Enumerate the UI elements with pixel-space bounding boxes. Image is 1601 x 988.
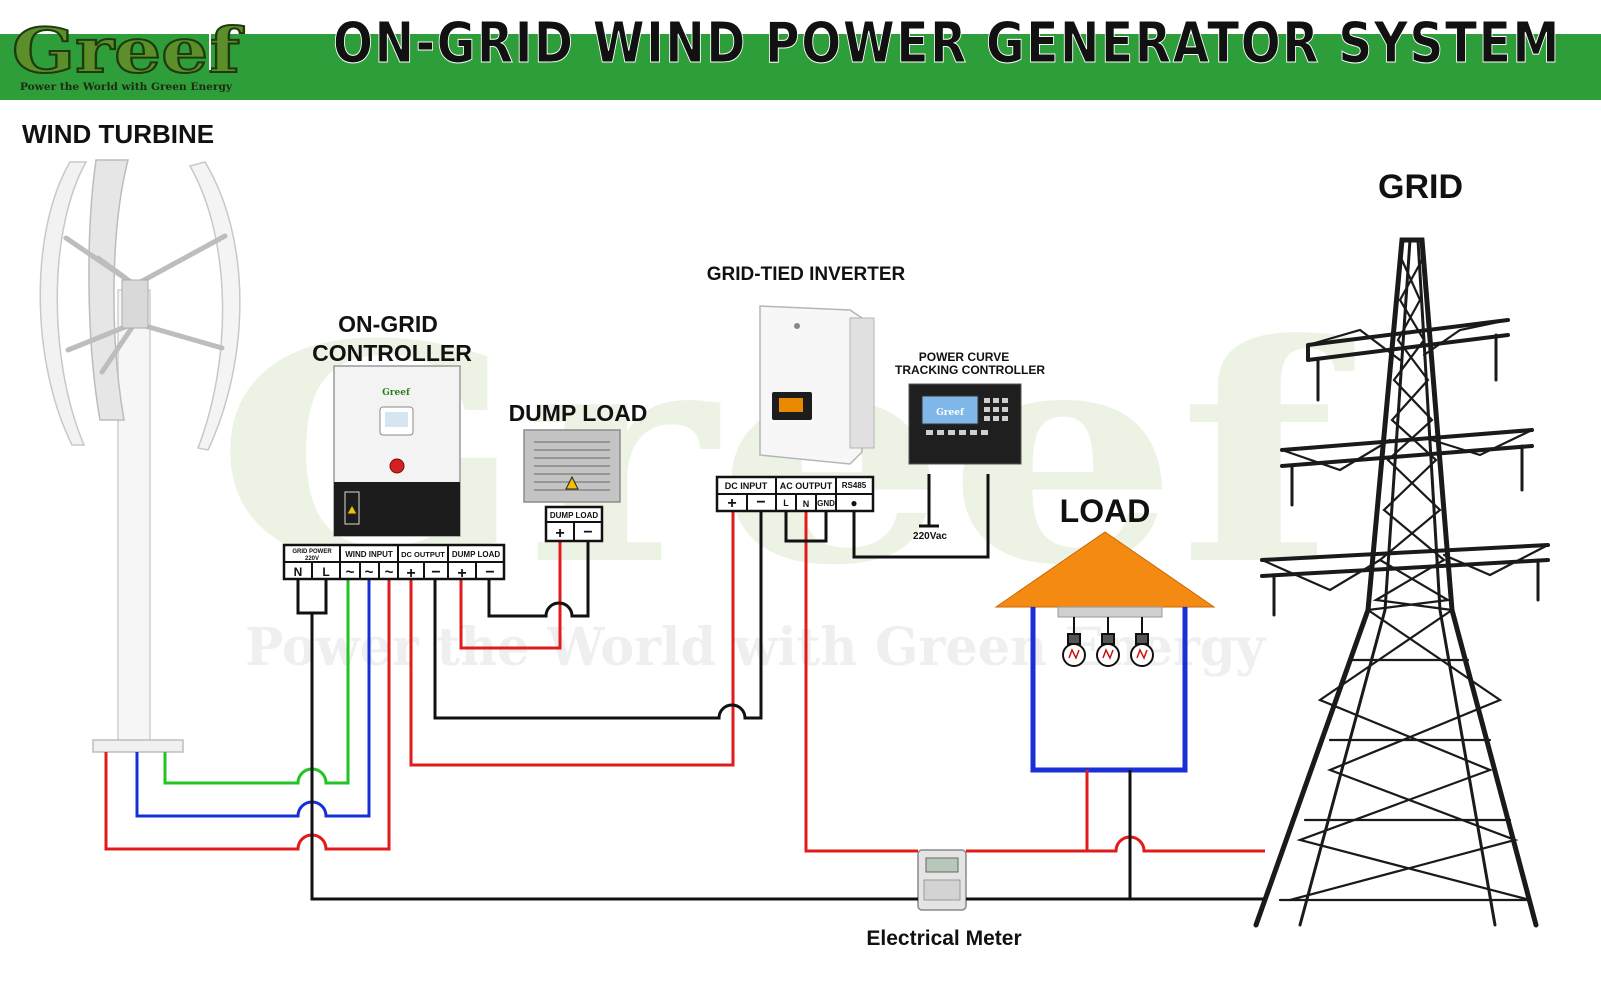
dump-load-device	[523, 429, 621, 503]
header-band	[0, 34, 1601, 100]
inverter-ac-output-label: AC OUTPUT	[780, 481, 833, 491]
terminal-group-dc-output: DC OUTPUT	[401, 550, 445, 559]
dump-load-terminal-block: DUMP LOAD + −	[544, 505, 604, 543]
wind-turbine-label: WIND TURBINE	[22, 119, 214, 149]
dump-terminal-minus: −	[583, 524, 592, 541]
electrical-meter-label: Electrical Meter	[866, 927, 1021, 950]
load-house	[994, 531, 1216, 773]
inverter-rs485-label: RS485	[842, 481, 867, 490]
dump-load-warning-icon	[565, 475, 579, 490]
wind-turbine	[39, 159, 241, 753]
power-curve-tracking-controller: Greef	[908, 383, 1022, 465]
header: ON-GRID WIND POWER GENERATOR SYSTEM	[0, 0, 1601, 100]
vac-label: 220Vac	[913, 531, 947, 542]
terminal-ac-1: ~	[346, 564, 355, 581]
terminal-group-grid-power: GRID POWER	[292, 549, 332, 555]
terminal-group-grid-power-voltage: 220V	[305, 556, 319, 562]
inverter-ac-gnd: GND	[817, 499, 835, 508]
logo-text: Greef	[12, 14, 244, 87]
terminal-group-wind-input: WIND INPUT	[345, 550, 393, 559]
pctc-label-line2: TRACKING CONTROLLER	[895, 363, 1045, 377]
terminal-ac-3: ~	[385, 564, 394, 581]
terminal-n: N	[294, 565, 303, 579]
dump-terminal-title: DUMP LOAD	[550, 511, 599, 520]
controller-brand: Greef	[382, 388, 411, 398]
inverter-ac-l: L	[783, 498, 789, 508]
brand-logo: Greef Power the World with Green Energy	[11, 3, 245, 93]
grid-label: GRID	[1378, 168, 1463, 206]
inverter-dc-minus: −	[756, 494, 765, 511]
light-bulb-icon	[1130, 617, 1154, 667]
load-label: LOAD	[1060, 493, 1151, 529]
light-bulb-icon	[1096, 617, 1120, 667]
controller-button-icon	[389, 458, 405, 474]
inverter-terminal-block: DC INPUT AC OUTPUT RS485 + − L N GND ●	[715, 475, 875, 513]
controller-label-line2: CONTROLLER	[312, 340, 472, 366]
inverter-dc-plus: +	[727, 495, 736, 512]
inverter-ac-n: N	[803, 499, 810, 509]
dump-load-label: DUMP LOAD	[509, 400, 648, 426]
grid-tied-inverter	[759, 305, 875, 465]
light-bulb-icon	[1062, 617, 1086, 667]
terminal-l: L	[322, 565, 329, 579]
controller-label-line1: ON-GRID	[338, 311, 438, 337]
terminal-dc-plus: +	[406, 565, 415, 582]
load-frame	[1030, 607, 1188, 773]
terminal-dc-minus: −	[431, 564, 440, 581]
controller-terminal-block: GRID POWER 220V WIND INPUT DC OUTPUT DUM…	[282, 543, 506, 582]
turbine-base	[92, 739, 184, 753]
watermark-slogan: Power the World with Green Energy	[245, 617, 1267, 678]
terminal-dump-minus: −	[485, 564, 494, 581]
terminal-group-dump-load: DUMP LOAD	[452, 550, 501, 559]
logo-turbine-icon	[195, 3, 227, 70]
dump-terminal-plus: +	[555, 525, 564, 542]
on-grid-controller: Greef	[333, 365, 461, 537]
inverter-dc-input-label: DC INPUT	[725, 481, 768, 491]
electrical-meter	[917, 849, 967, 911]
wires	[104, 474, 1265, 901]
inverter-rs485-dot: ●	[850, 496, 857, 510]
terminal-ac-2: ~	[365, 564, 374, 581]
warning-icon	[346, 503, 358, 515]
pctc-label-line1: POWER CURVE	[919, 350, 1009, 364]
logo-slogan: Power the World with Green Energy	[20, 82, 233, 93]
terminal-dump-plus: +	[457, 565, 466, 582]
transmission-tower	[1253, 237, 1550, 928]
pctc-brand: Greef	[936, 408, 965, 418]
page-title: ON-GRID WIND POWER GENERATOR SYSTEM	[333, 11, 1561, 76]
inverter-label: GRID-TIED INVERTER	[707, 264, 906, 285]
